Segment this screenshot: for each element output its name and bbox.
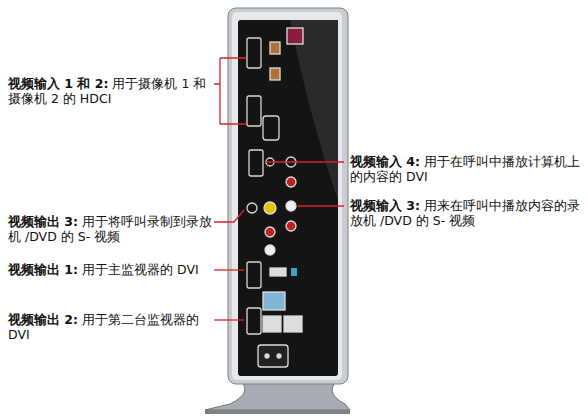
device-part [290, 20, 338, 200]
device-part [266, 161, 344, 162]
device-part [265, 354, 269, 358]
callout-label: 视频输入 3: 用来在呼叫中播放内容的录放机 /DVD 的 S- 视频 [350, 198, 584, 228]
device-part [263, 292, 285, 310]
device-part [286, 221, 296, 231]
device-part [247, 96, 261, 126]
device-part [214, 319, 244, 320]
device-part [286, 201, 296, 211]
callout-label: 视频输出 1: 用于主监视器的 DVI [8, 262, 213, 277]
ports [247, 28, 303, 367]
callout-label: 视频输入 4: 用于在呼叫中播放计算机上的内容的 DVI [350, 154, 584, 184]
callout-label: 视频输出 3: 用于将呼叫录制到录放机 /DVD 的 S- 视频 [8, 214, 213, 244]
callout-heading: 视频输出 3: [8, 214, 78, 229]
device-part [232, 12, 342, 380]
callout-heading: 视频输出 1: [8, 262, 78, 277]
device-part [258, 345, 288, 367]
device-part [205, 410, 350, 414]
device-part [277, 354, 281, 358]
device-part [238, 20, 338, 376]
device-part [270, 42, 280, 54]
device-part [291, 268, 297, 276]
device-part [247, 203, 257, 213]
device-part [265, 245, 275, 255]
callout-heading: 视频输出 2: [8, 312, 78, 327]
device-part [270, 268, 286, 276]
callout-label: 视频输入 1 和 2: 用于摄像机 1 和摄像机 2 的 HDCI [8, 76, 213, 106]
callout-label: 视频输出 2: 用于第二台监视器的 DVI [8, 312, 213, 342]
callout-heading: 视频输入 1 和 2: [8, 76, 108, 91]
device-part [298, 205, 344, 206]
device-part [214, 269, 244, 270]
callout-text: 用于主监视器的 DVI [82, 262, 199, 277]
device-part [270, 68, 280, 80]
callout-heading: 视频输入 4: [350, 154, 420, 169]
device-part [263, 116, 279, 140]
device-part [249, 150, 263, 176]
device-part [287, 28, 303, 44]
device-part [228, 8, 348, 384]
callout-heading: 视频输入 3: [350, 198, 420, 213]
device-part [247, 262, 261, 288]
device-part [247, 38, 261, 68]
device-case [228, 8, 348, 384]
device-part [263, 316, 281, 332]
device-part [247, 308, 261, 334]
device-part [214, 210, 244, 222]
device-part [214, 58, 246, 124]
device-part [265, 227, 275, 237]
device-part [264, 202, 276, 214]
device-part [286, 177, 296, 187]
device-part [284, 316, 302, 332]
leader-lines [214, 58, 344, 320]
